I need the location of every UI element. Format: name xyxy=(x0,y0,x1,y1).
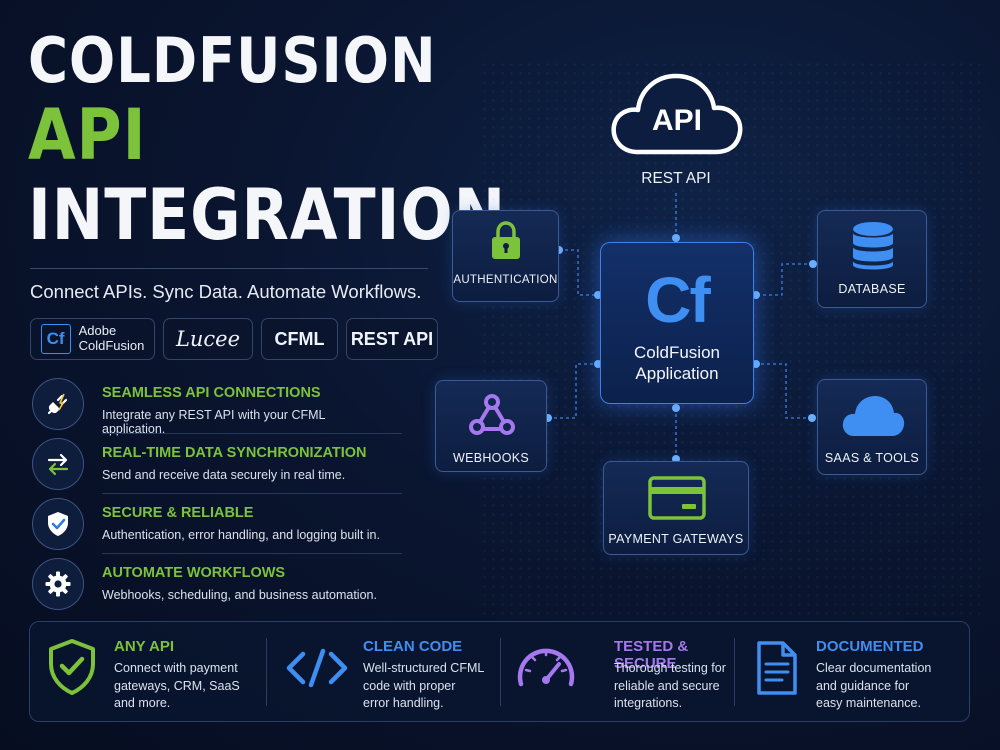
feature-title: AUTOMATE WORKFLOWS xyxy=(102,565,286,581)
divider xyxy=(266,638,267,706)
cloud-icon xyxy=(611,73,743,155)
badge-adobe-line2: ColdFusion xyxy=(78,338,145,353)
node-label: AUTHENTICATION xyxy=(453,274,558,286)
bottom-item-title: DOCUMENTED xyxy=(816,638,924,655)
title-line-1: COLDFUSION xyxy=(28,24,437,97)
shield-check-icon xyxy=(49,639,95,695)
bottom-item-title: TESTED & SECURE xyxy=(614,638,689,672)
node-saas-tools: SAAS & TOOLS xyxy=(817,379,927,475)
bottom-item-desc: error handling. xyxy=(363,696,444,710)
shield-check-icon xyxy=(32,498,84,550)
bottom-item-desc: Clear documentation xyxy=(816,661,932,675)
plug-icon xyxy=(32,378,84,430)
badge-rest-api-label: REST API xyxy=(350,328,434,349)
rest-api-label: REST API xyxy=(641,170,711,187)
bottom-item-desc: reliable and secure xyxy=(614,678,720,693)
feature-item: REAL-TIME DATA SYNCHRONIZATION Send and … xyxy=(30,436,402,494)
divider xyxy=(734,638,735,706)
node-webhooks: WEBHOOKS xyxy=(435,380,547,472)
code-icon xyxy=(286,648,348,688)
feature-desc: Integrate any REST API with your CFML ap… xyxy=(102,408,326,436)
title-line-3: INTEGRATION xyxy=(28,174,507,256)
badge-adobe-coldfusion: Cf Adobe ColdFusion xyxy=(30,318,155,360)
title-divider xyxy=(30,268,428,269)
database-icon xyxy=(853,222,893,270)
node-database: DATABASE xyxy=(817,210,927,308)
node-authentication: AUTHENTICATION xyxy=(452,210,559,302)
center-label-line1: ColdFusion xyxy=(634,343,720,362)
cloud-icon xyxy=(842,396,905,436)
bottom-item: CLEAN CODE Well-structured CFML code wit… xyxy=(267,622,499,721)
sync-arrows-icon xyxy=(32,438,84,490)
bottom-item-title: ANY API xyxy=(114,638,175,655)
feature-title: REAL-TIME DATA SYNCHRONIZATION xyxy=(102,445,367,461)
node-payment-gateways: PAYMENT GATEWAYS xyxy=(603,461,749,555)
feature-desc: Send and receive data securely in real t… xyxy=(102,468,346,482)
bottom-item-title: CLEAN CODE xyxy=(363,638,463,655)
bottom-item-desc: and more. xyxy=(114,696,171,710)
divider xyxy=(500,638,501,706)
feature-item: AUTOMATE WORKFLOWS Webhooks, scheduling,… xyxy=(30,556,390,612)
bottom-item: TESTED & SECURE Thorough testing for rel… xyxy=(501,622,733,721)
badge-lucee: Lucee xyxy=(163,318,253,360)
divider xyxy=(102,433,402,434)
bottom-item-desc: Well-structured CFML xyxy=(363,661,485,675)
feature-desc: Webhooks, scheduling, and business autom… xyxy=(102,588,377,602)
badge-cfml-label: CFML xyxy=(274,328,325,349)
speedometer-icon xyxy=(517,648,575,687)
gear-icon xyxy=(32,558,84,610)
node-label: DATABASE xyxy=(838,282,906,296)
lock-icon xyxy=(492,221,520,259)
cf-logo-icon: Cf xyxy=(40,324,71,354)
bottom-item-desc: Connect with payment xyxy=(114,661,238,675)
badge-rest-api: REST API xyxy=(346,318,438,360)
bottom-item-desc: Thorough testing for xyxy=(614,661,726,675)
badge-cfml: CFML xyxy=(261,318,338,360)
feature-title: SEAMLESS API CONNECTIONS xyxy=(102,385,321,401)
cloud-api-text: API xyxy=(651,104,702,137)
bottom-item-desc: gateways, CRM, SaaS xyxy=(114,678,240,693)
bottom-item: ANY API Connect with payment gateways, C… xyxy=(30,622,265,721)
center-label-line2: Application xyxy=(635,364,719,384)
credit-card-icon xyxy=(648,476,706,520)
divider xyxy=(102,493,402,494)
badge-adobe-line1: Adobe xyxy=(78,323,117,339)
cf-logo-icon: Cf xyxy=(645,264,711,336)
feature-desc: Authentication, error handling, and logg… xyxy=(102,528,380,542)
bottom-item-desc: integrations. xyxy=(614,696,683,710)
divider xyxy=(102,553,402,554)
tagline: Connect APIs. Sync Data. Automate Workfl… xyxy=(30,281,422,302)
bottom-panel: ANY API Connect with payment gateways, C… xyxy=(29,621,970,722)
node-coldfusion-application: Cf ColdFusion Application xyxy=(600,242,754,404)
node-label: SAAS & TOOLS xyxy=(824,451,920,465)
node-label: PAYMENT GATEWAYS xyxy=(608,532,744,546)
feature-title: SECURE & RELIABLE xyxy=(102,505,254,521)
node-label: WEBHOOKS xyxy=(452,451,530,465)
bottom-item-desc: code with proper xyxy=(363,678,456,693)
bottom-item-desc: and guidance for xyxy=(816,678,910,693)
webhook-icon xyxy=(469,394,515,435)
title-line-2: API xyxy=(28,94,147,176)
badge-lucee-label: Lucee xyxy=(175,327,241,351)
feature-item: SECURE & RELIABLE Authentication, error … xyxy=(30,496,402,554)
bottom-item: DOCUMENTED Clear documentation and guida… xyxy=(735,622,970,721)
document-icon xyxy=(757,641,797,695)
feature-item: SEAMLESS API CONNECTIONS Integrate any R… xyxy=(30,376,402,436)
bottom-item-desc: easy maintenance. xyxy=(816,696,921,710)
